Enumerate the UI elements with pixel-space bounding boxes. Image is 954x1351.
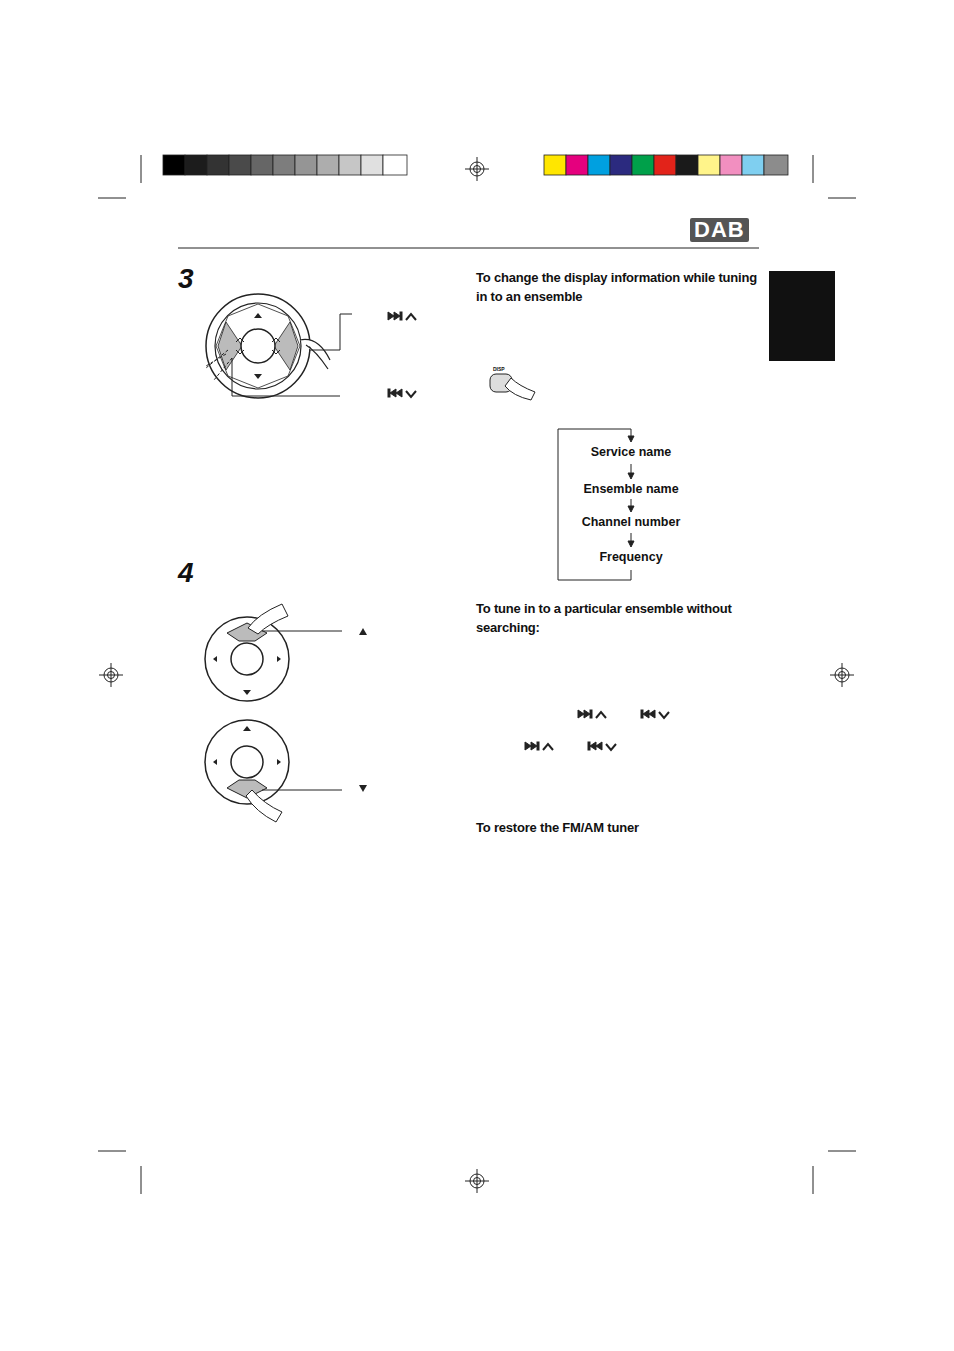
button-label: DISP [493, 366, 505, 372]
display-item: Frequency [564, 549, 698, 565]
display-item: Ensemble name [564, 481, 698, 497]
control-pad-down [205, 720, 342, 822]
header-rule [178, 248, 759, 249]
section-heading: To restore the FM/AM tuner [476, 818, 768, 837]
control-pad [206, 294, 352, 398]
section-heading: To tune in to a particular ensemble with… [476, 599, 768, 637]
language-tab [769, 271, 835, 361]
control-pad-up [205, 604, 342, 701]
step-number: 4 [178, 558, 194, 588]
color-bar [544, 155, 788, 175]
inline-skip-symbols [525, 710, 669, 750]
skip-symbols [388, 312, 416, 397]
step-number: 3 [178, 264, 194, 294]
up-symbol [359, 628, 367, 635]
gray-bar [163, 155, 407, 175]
dab-logo: DAB [690, 218, 749, 242]
display-item: Service name [564, 444, 698, 460]
disp-button [490, 374, 535, 400]
display-item: Channel number [564, 514, 698, 530]
down-symbol [359, 785, 367, 792]
section-heading: To change the display information while … [476, 268, 768, 306]
crop-marks [98, 155, 856, 1194]
